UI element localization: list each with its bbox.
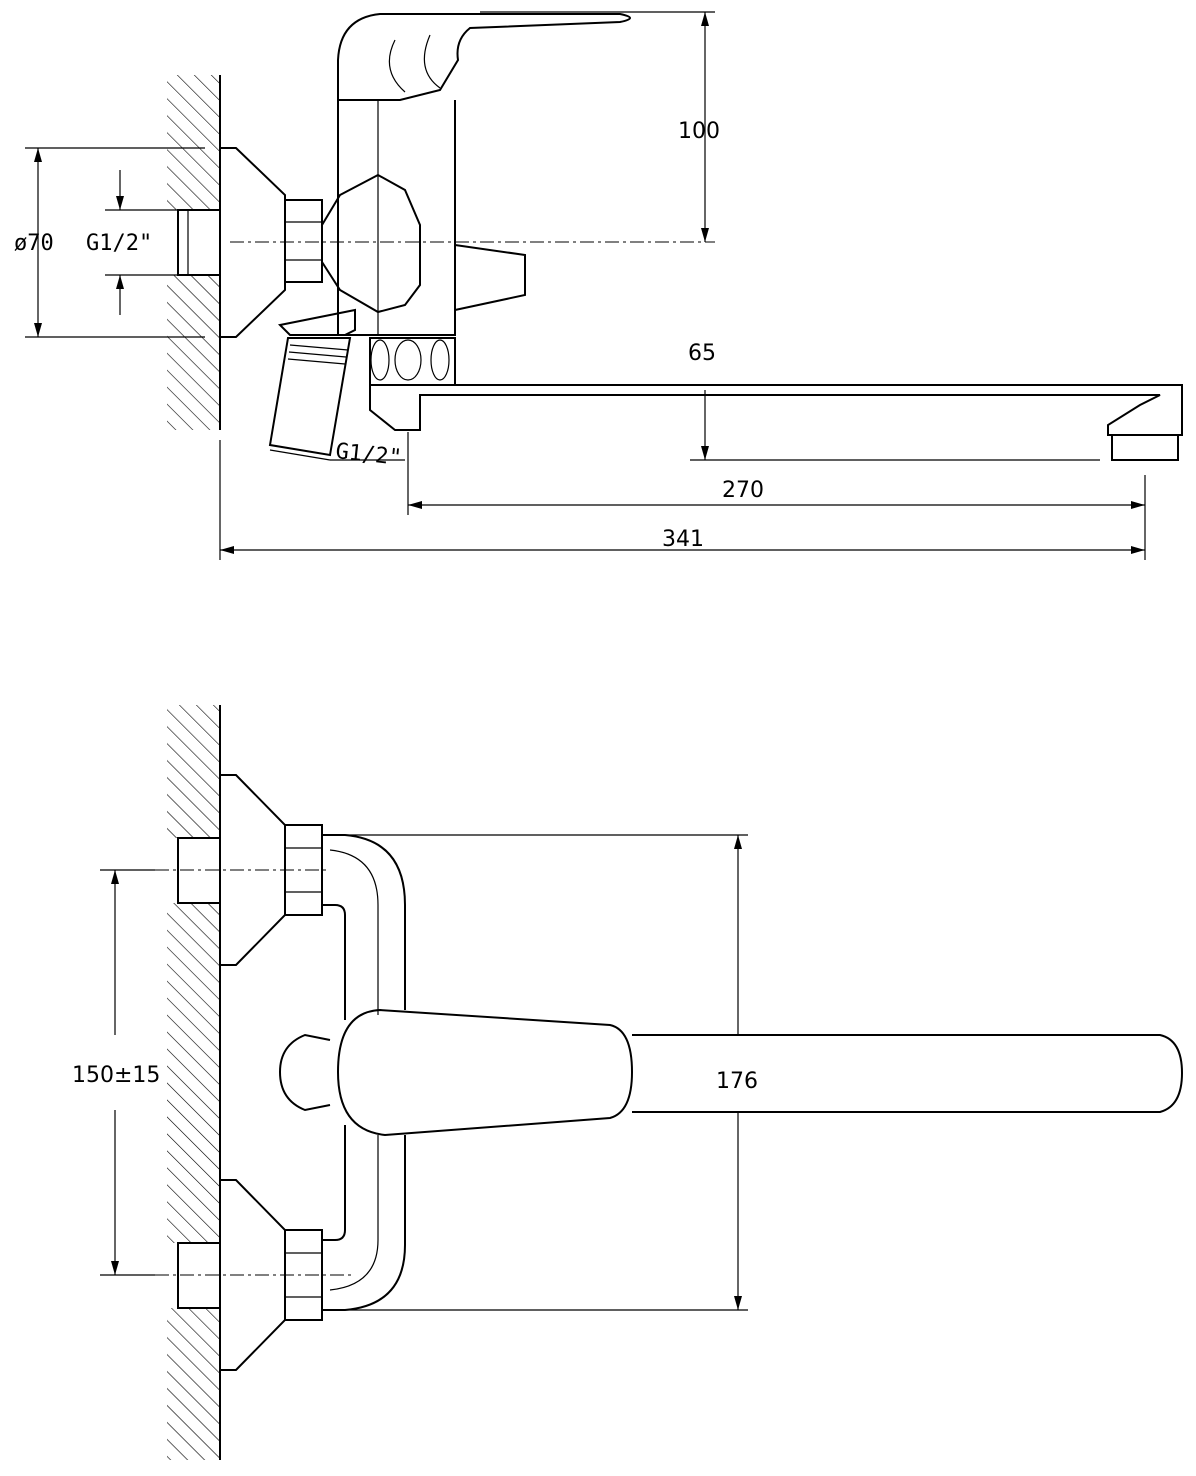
dim-spout-height: 65 xyxy=(688,341,716,366)
dim-body-width: 176 xyxy=(716,1069,758,1094)
spout-top xyxy=(632,1034,1184,1113)
cartridge-cap xyxy=(278,1033,331,1112)
dimensions xyxy=(25,11,1146,560)
dim-flange-diameter: ø70 xyxy=(14,231,54,256)
dim-shower-thread: G1/2" xyxy=(334,439,402,471)
dim-inlet-spacing: 150±15 xyxy=(72,1063,160,1088)
dim-inlet-thread: G1/2" xyxy=(86,231,152,256)
inlet-pipe xyxy=(177,209,221,276)
spout xyxy=(369,384,1183,461)
inlet-pipe-upper xyxy=(177,837,221,904)
hex-nut xyxy=(284,199,323,283)
inlet-pipe-lower xyxy=(177,1242,221,1309)
side-view: 100 ø70 G1/2" 65 G1/2" 270 341 xyxy=(14,11,1183,560)
wall-hatch xyxy=(167,75,221,430)
dimensions xyxy=(100,834,748,1311)
top-view: 150±15 176 xyxy=(72,705,1184,1460)
dim-overall-length: 341 xyxy=(662,527,704,552)
dim-spout-reach: 270 xyxy=(722,478,764,503)
bent-connectors xyxy=(322,834,406,1311)
handle-lever xyxy=(337,13,631,101)
shower-outlet xyxy=(268,308,356,457)
wall-hatch xyxy=(167,705,221,1460)
dim-height-top: 100 xyxy=(678,119,720,144)
mixer-body xyxy=(321,100,526,386)
handle-lever-top xyxy=(336,1008,634,1137)
